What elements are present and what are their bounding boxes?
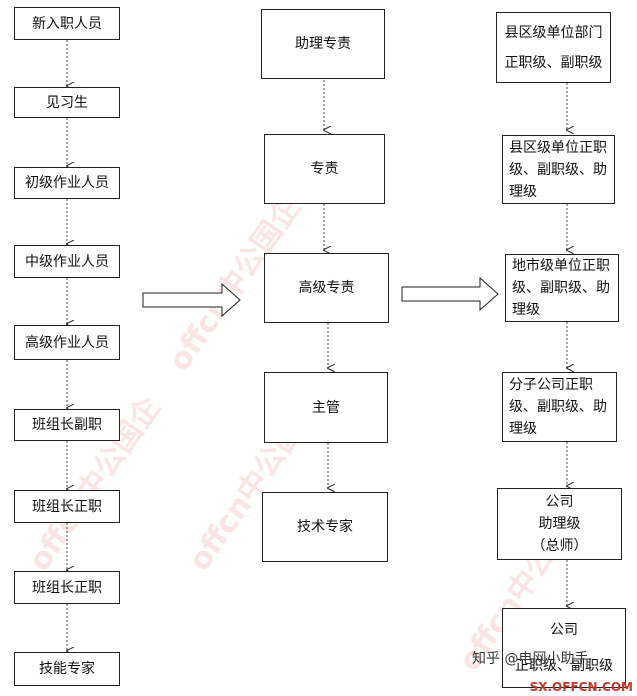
site-footer: SX.OFFCN.COM (529, 680, 633, 694)
right-box-6: 公司 正职级、副职级 (502, 608, 626, 688)
middle-arrows (324, 80, 328, 488)
right-box-4: 分子公司正职级、副职级、助理级 (502, 372, 617, 442)
left-box-7: 班组长正职 (14, 490, 120, 523)
right-box-1: 县区级单位部门 正职级、副职级 (496, 12, 611, 83)
middle-box-3: 高级专责 (264, 253, 389, 323)
middle-box-5: 技术专家 (262, 492, 388, 562)
left-box-1-label: 新入职人员 (32, 15, 102, 32)
right-box-1-line1: 县区级单位部门 (504, 24, 603, 41)
middle-box-5-label: 技术专家 (297, 519, 353, 535)
middle-box-2-label: 专责 (310, 161, 339, 177)
zhihu-overlay: 知乎 @电网小助手 (472, 651, 589, 667)
middle-box-4-label: 主管 (312, 399, 340, 416)
right-box-6-line1: 公司 (550, 622, 578, 638)
left-box-8-label: 班组长正职 (32, 579, 102, 596)
right-box-5-line1: 公司 (545, 494, 574, 510)
left-box-4-label: 中级作业人员 (25, 253, 109, 270)
right-box-6-line2: 正职级、副职级 (515, 658, 613, 674)
big-arrow-right (401, 276, 499, 312)
left-box-5-label: 高级作业人员 (25, 334, 109, 351)
right-box-4-label: 分子公司正职级、副职级、助理级 (509, 377, 607, 437)
right-box-2: 县区级单位正职级、副职级、助理级 (502, 135, 615, 204)
big-arrow-left (142, 282, 241, 318)
left-box-9-label: 技能专家 (39, 661, 95, 677)
right-box-2-label: 县区级单位正职级、副职级、助理级 (509, 139, 607, 200)
left-box-8: 班组长正职 (14, 571, 120, 604)
middle-box-4: 主管 (264, 372, 388, 443)
right-box-1-line2: 正职级、副职级 (504, 54, 603, 71)
right-box-3-label: 地市级单位正职级、副职级、助理级 (512, 258, 610, 318)
left-box-3-label: 初级作业人员 (25, 175, 109, 191)
left-box-6-label: 班组长副职 (32, 417, 102, 433)
left-box-9: 技能专家 (14, 652, 120, 686)
middle-box-1-label: 助理专责 (295, 36, 351, 52)
left-box-1: 新入职人员 (14, 7, 120, 40)
left-box-4: 中级作业人员 (14, 245, 120, 278)
left-box-5: 高级作业人员 (14, 325, 120, 360)
right-box-3: 地市级单位正职级、副职级、助理级 (505, 254, 619, 322)
left-box-3: 初级作业人员 (14, 167, 120, 199)
left-box-6: 班组长副职 (14, 409, 120, 441)
right-box-5-line2: 助理级 (538, 516, 581, 532)
right-box-5-line3: （总师） (531, 538, 588, 554)
left-box-7-label: 班组长正职 (32, 498, 102, 515)
middle-box-3-label: 高级专责 (298, 280, 355, 296)
left-box-2: 见习生 (14, 87, 120, 118)
middle-box-1: 助理专责 (261, 9, 385, 79)
middle-box-2: 专责 (264, 134, 385, 204)
right-box-5: 公司 助理级 （总师） (497, 488, 622, 560)
left-box-2-label: 见习生 (46, 94, 88, 111)
